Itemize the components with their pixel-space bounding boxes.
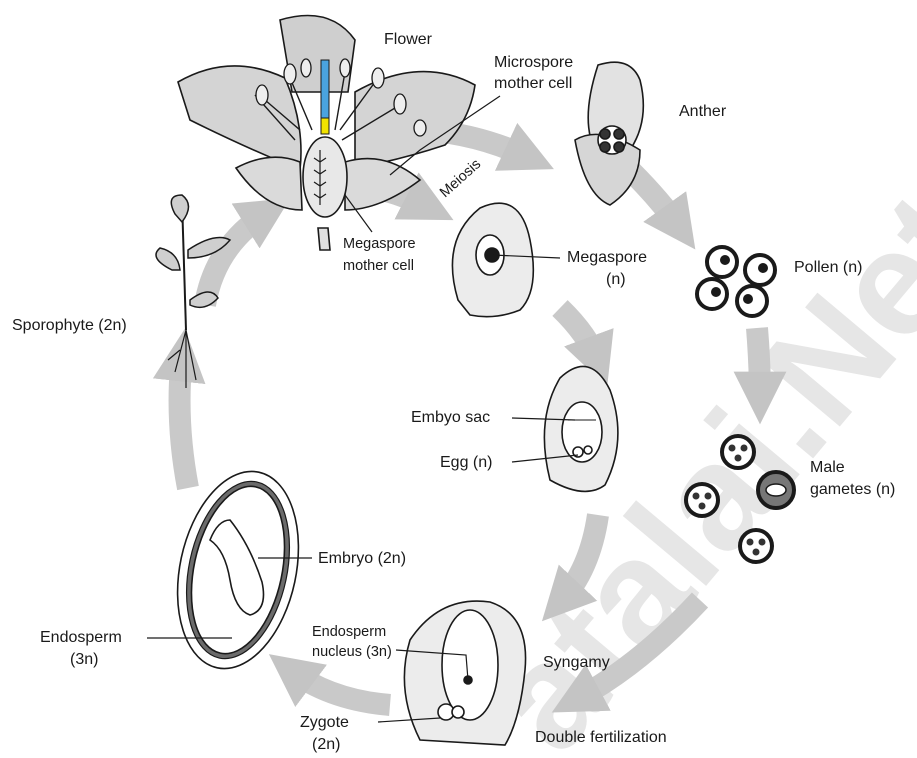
fertilization-ovule — [404, 601, 525, 745]
flower-illustration — [178, 16, 475, 251]
label-megaspore-mother-cell-line2: mother cell — [343, 258, 414, 274]
label-double-fertilization: Double fertilization — [535, 729, 667, 746]
label-embryo: Embryo (2n) — [318, 550, 406, 567]
megaspore-ovule — [452, 203, 533, 316]
pollen-grains — [697, 247, 775, 316]
label-megaspore-mother-cell-line1: Megaspore — [343, 236, 416, 252]
ovary — [303, 137, 347, 217]
label-zygote-line1: Zygote — [300, 714, 349, 731]
arrow-pollen-to-gametes — [757, 328, 760, 398]
label-egg: Egg (n) — [440, 454, 492, 471]
style-blue — [321, 60, 329, 122]
arrow-zygote-to-seed — [290, 670, 390, 705]
label-megaspore-line2: (n) — [606, 271, 626, 288]
embryo-sac-ovule — [544, 366, 618, 491]
label-male-gametes-line2: gametes (n) — [810, 481, 895, 498]
arrow-embryo-to-sporophyte — [180, 355, 188, 488]
label-microspore-mother-cell-line2: mother cell — [494, 75, 572, 92]
label-pollen: Pollen (n) — [794, 259, 862, 276]
seed-illustration — [160, 460, 315, 680]
sepal-left — [236, 157, 302, 210]
label-flower: Flower — [384, 31, 433, 48]
arrow-anther-to-pollen — [632, 172, 680, 228]
label-endosperm-line2: (3n) — [70, 651, 98, 668]
label-zygote-line2: (2n) — [312, 736, 340, 753]
label-meiosis: Meiosis — [437, 156, 484, 201]
stigma-yellow — [321, 118, 329, 134]
petal-left — [178, 66, 301, 170]
label-sporophyte: Sporophyte (2n) — [12, 317, 127, 334]
label-endosperm-nucleus-line2: nucleus (3n) — [312, 644, 392, 660]
label-endosperm-nucleus-line1: Endosperm — [312, 624, 386, 640]
flower-stem — [318, 228, 330, 250]
arrow-sporophyte-to-flower — [205, 212, 268, 305]
label-microspore-mother-cell-line1: Microspore — [494, 54, 573, 71]
label-endosperm-line1: Endosperm — [40, 629, 122, 646]
label-anther: Anther — [679, 103, 727, 120]
arrow-megaspore-to-embryosac — [560, 308, 598, 362]
label-male-gametes-line1: Male — [810, 459, 845, 476]
label-syngamy: Syngamy — [543, 654, 610, 671]
label-megaspore-line1: Megaspore — [567, 249, 647, 266]
label-embryo-sac: Embyo sac — [411, 409, 490, 426]
